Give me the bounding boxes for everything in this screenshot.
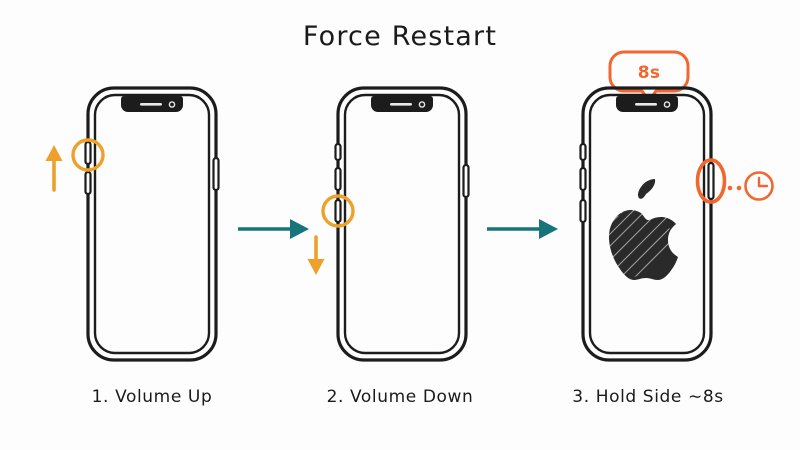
step-1-caption: 1. Volume Up bbox=[92, 387, 213, 407]
duration-badge: 8s bbox=[608, 50, 690, 103]
step-1-group: 1. Volume Up bbox=[45, 86, 220, 407]
volume-up-button-2 bbox=[334, 166, 342, 192]
phone-illustration-2 bbox=[334, 86, 470, 362]
volume-down-button-3 bbox=[579, 198, 587, 224]
mute-switch-3 bbox=[579, 142, 587, 162]
notch-2 bbox=[371, 96, 433, 112]
direction-arrow-up bbox=[45, 145, 63, 192]
volume-down-button-1 bbox=[84, 170, 92, 196]
side-button-2 bbox=[462, 163, 470, 199]
apple-logo bbox=[603, 179, 678, 280]
side-button-1 bbox=[212, 156, 220, 192]
volume-down-button-2 bbox=[334, 198, 342, 224]
phone-illustration-1 bbox=[84, 86, 220, 362]
hold-duration-dots bbox=[727, 185, 742, 191]
page-title: Force Restart bbox=[303, 21, 497, 52]
step-2-group: 2. Volume Down bbox=[307, 86, 474, 407]
notch-3 bbox=[616, 96, 678, 112]
flow-arrow-1 bbox=[238, 219, 309, 239]
phone-illustration-3 bbox=[579, 86, 715, 362]
clock-icon bbox=[744, 171, 774, 201]
notch-1 bbox=[121, 96, 183, 112]
volume-up-highlight-1 bbox=[71, 138, 105, 172]
volume-up-button-3 bbox=[579, 166, 587, 192]
mute-switch-2 bbox=[334, 142, 342, 162]
volume-down-highlight-2 bbox=[321, 194, 355, 228]
step-3-caption: 3. Hold Side ∼8s bbox=[572, 387, 723, 407]
volume-up-button-1 bbox=[84, 140, 92, 166]
duration-badge-label: 8s bbox=[638, 63, 661, 83]
flow-arrow-2 bbox=[487, 219, 558, 239]
side-button-3 bbox=[707, 161, 715, 201]
direction-arrow-down bbox=[307, 235, 325, 275]
step-3-group: 8s bbox=[572, 50, 774, 407]
step-2-caption: 2. Volume Down bbox=[327, 387, 474, 407]
side-button-highlight-3 bbox=[695, 158, 727, 204]
